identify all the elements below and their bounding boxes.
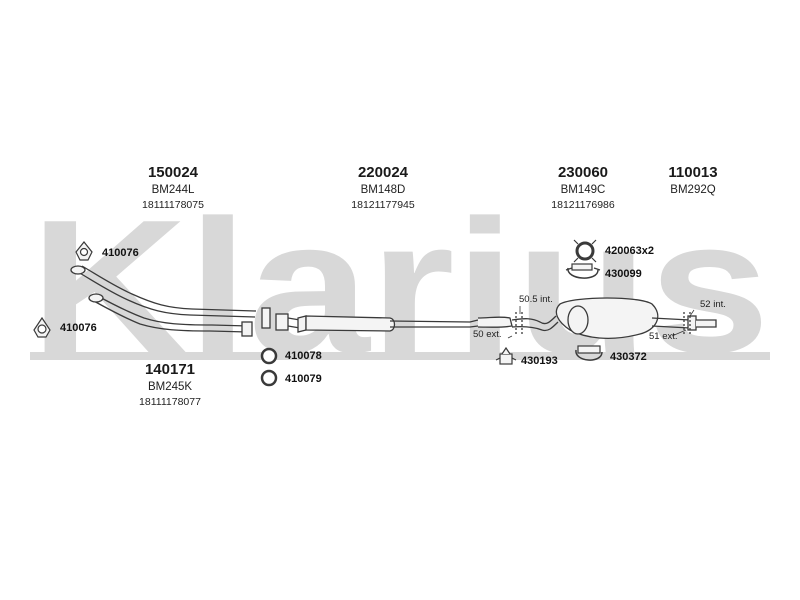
part-number: 150024 [147, 164, 199, 181]
tail-pipe [651, 315, 717, 331]
part-label-140171: 140171 BM245K 18111178077 [115, 361, 225, 410]
dimension-front-int: 50.5 int. [519, 294, 553, 305]
mount-ring-icon [573, 239, 597, 263]
gasket-icon [33, 316, 51, 338]
cut-marks-front [515, 312, 523, 334]
accessory-label-rubber-mount: 430193 [521, 355, 558, 367]
accessory-label-ring-a: 410078 [285, 350, 322, 362]
clamp-icon [575, 345, 603, 361]
part-code: BM149C [560, 184, 606, 196]
klarius-watermark-logo: Klarius [30, 212, 770, 372]
part-label-230060: 230060 BM149C 18121176986 [528, 164, 638, 213]
part-code: BM244L [151, 184, 195, 196]
dimension-rear-int: 52 int. [700, 299, 726, 310]
part-number: 110013 [668, 164, 718, 181]
svg-text:Klarius: Klarius [30, 212, 770, 372]
part-code: BM292Q [670, 184, 716, 196]
part-label-110013: 110013 BM292Q [638, 164, 748, 198]
part-label-220024: 220024 BM148D 18121177945 [328, 164, 438, 213]
clamp-icon [565, 263, 601, 279]
rear-silencer [511, 297, 659, 339]
part-number: 140171 [144, 361, 196, 378]
accessory-label-clamp-top: 430099 [605, 268, 642, 280]
front-pipe-upper [70, 265, 257, 318]
part-number: 220024 [357, 164, 409, 181]
front-pipe-lower [88, 293, 253, 337]
part-code: BM148D [360, 184, 406, 196]
gasket-icon [75, 241, 93, 261]
accessory-label-gasket-left: 410076 [60, 322, 97, 334]
part-code: BM245K [147, 381, 193, 393]
rubber-mount-icon [495, 346, 517, 365]
dimension-leaders [507, 306, 695, 339]
flange-joint [261, 307, 301, 331]
centre-silencer [297, 315, 513, 333]
accessory-label-clamp-bottom: 430372 [610, 351, 647, 363]
accessory-label-mount-pair: 420063x2 [605, 245, 654, 257]
accessory-label-gasket-top: 410076 [102, 247, 139, 259]
part-oem-number: 18121176986 [551, 199, 615, 211]
dimension-front-ext: 50 ext. [473, 329, 502, 340]
sealing-ring-icon [260, 369, 278, 387]
part-oem-number: 18111178077 [139, 396, 201, 408]
dimension-rear-ext: 51 ext. [649, 331, 678, 342]
part-label-150024: 150024 BM244L 18111178075 [118, 164, 228, 213]
part-oem-number: 18121177945 [351, 199, 415, 211]
part-number: 230060 [557, 164, 609, 181]
sealing-ring-icon [260, 347, 278, 365]
accessory-label-ring-b: 410079 [285, 373, 322, 385]
part-oem-number: 18111178075 [142, 199, 204, 211]
